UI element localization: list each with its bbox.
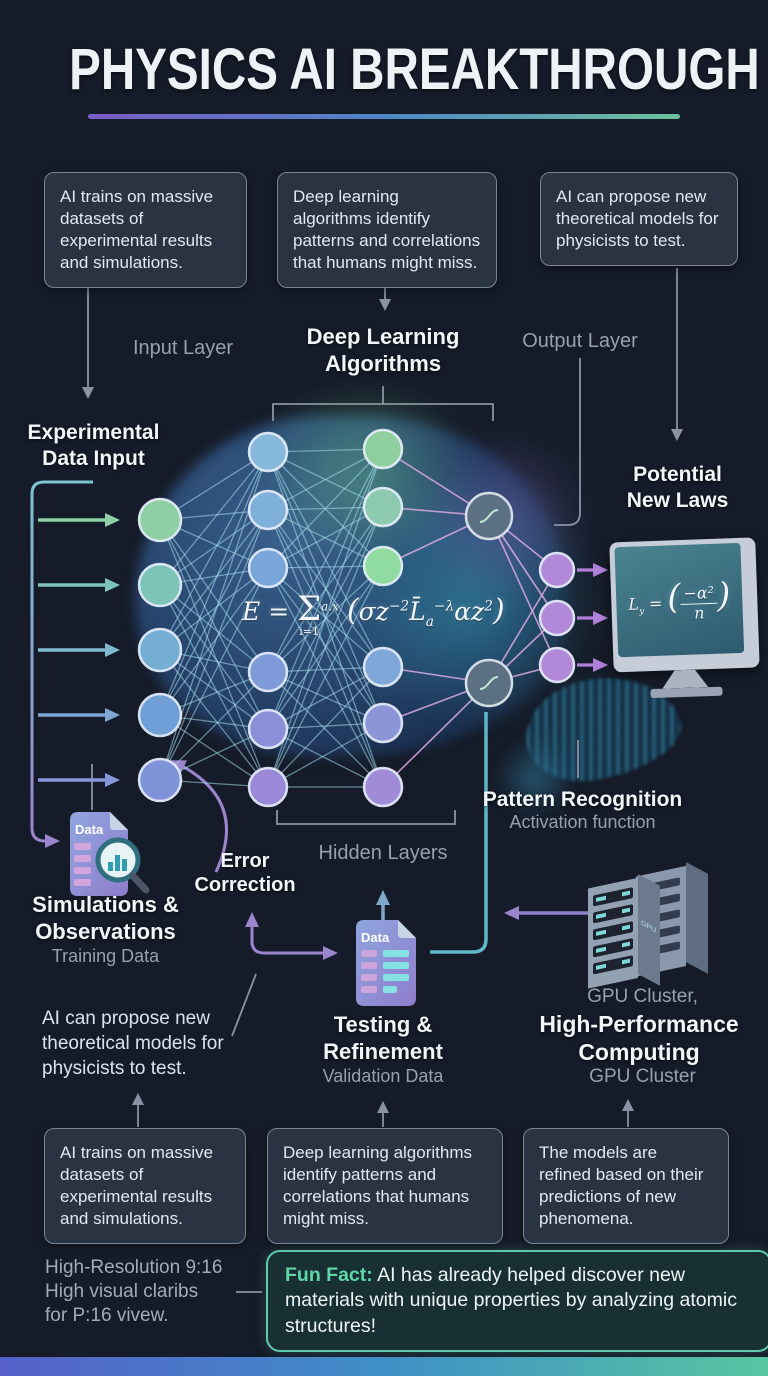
- label-input-layer: Input Layer: [132, 337, 234, 359]
- monitor-stand: [662, 669, 709, 689]
- neural-network: [137, 428, 576, 808]
- label-gpu-pre: GPU Cluster,: [587, 986, 698, 1007]
- page-title: PHYSICS AI BREAKTHROUGH: [69, 37, 760, 102]
- label-training-data: Training Data: [51, 946, 160, 966]
- svg-text:Data: Data: [75, 822, 104, 837]
- connector-lines: [82, 268, 683, 1293]
- input-arrows: [38, 513, 120, 787]
- footer-note: High-Resolution 9:16 High visual claribs…: [45, 1257, 223, 1326]
- callout-train: AI trains on massive datasets of experim…: [44, 172, 247, 289]
- fun-fact-box: Fun Fact: AI has already helped discover…: [266, 1250, 768, 1353]
- gpu-cluster-icon: GPU: [588, 862, 708, 989]
- output-arrows: [577, 563, 608, 672]
- title-divider: [88, 114, 680, 119]
- label-validation-data: Validation Data: [322, 1066, 444, 1086]
- bottom-callout-patterns: Deep learning algorithms identify patter…: [267, 1128, 503, 1245]
- label-gpu-sub: GPU Cluster: [589, 1066, 696, 1087]
- label-hpc: High-Performance Computing: [539, 1011, 739, 1066]
- monitor-base: [650, 686, 723, 699]
- label-experimental-data-input: Experimental Data Input: [27, 421, 160, 470]
- callout-patterns: Deep learning algorithms identify patter…: [277, 172, 497, 289]
- magnifier-icon: [95, 837, 150, 894]
- label-simulations: Simulations & Observations: [32, 892, 179, 944]
- label-hidden-layers: Hidden Layers: [318, 842, 448, 864]
- feedback-rail: [30, 480, 93, 848]
- label-pattern-recognition: Pattern Recognition: [482, 788, 683, 811]
- training-data-icon: Data: [70, 812, 150, 896]
- bottom-callout-train: AI trains on massive datasets of experim…: [44, 1128, 246, 1245]
- label-deep-learning: Deep Learning Algorithms: [306, 324, 460, 376]
- bottom-callout-refined: The models are refined based on their pr…: [523, 1128, 729, 1245]
- fun-fact-text: AI has already helped discover new mater…: [285, 1264, 737, 1337]
- activation-flow-line: [430, 712, 488, 954]
- label-potential-new-laws: Potential New Laws: [626, 463, 729, 512]
- validation-data-icon: Data: [356, 920, 416, 1006]
- note-propose-models: AI can propose new theoretical models fo…: [42, 1008, 224, 1080]
- brain-illustration: [110, 398, 688, 828]
- footer-gradient-bar: [0, 1357, 768, 1376]
- elbow-to-testing-arrow: [250, 940, 338, 960]
- label-testing: Testing & Refinement: [323, 1012, 443, 1064]
- label-output-layer: Output Layer: [522, 330, 638, 352]
- error-correction-arrow: [170, 760, 229, 873]
- callout-propose: AI can propose new theoretical models fo…: [540, 172, 738, 267]
- label-activation-function: Activation function: [509, 812, 656, 832]
- label-error-correction: Error Correction: [194, 850, 296, 897]
- svg-text:Data: Data: [361, 930, 390, 945]
- fun-fact-label: Fun Fact:: [285, 1264, 373, 1286]
